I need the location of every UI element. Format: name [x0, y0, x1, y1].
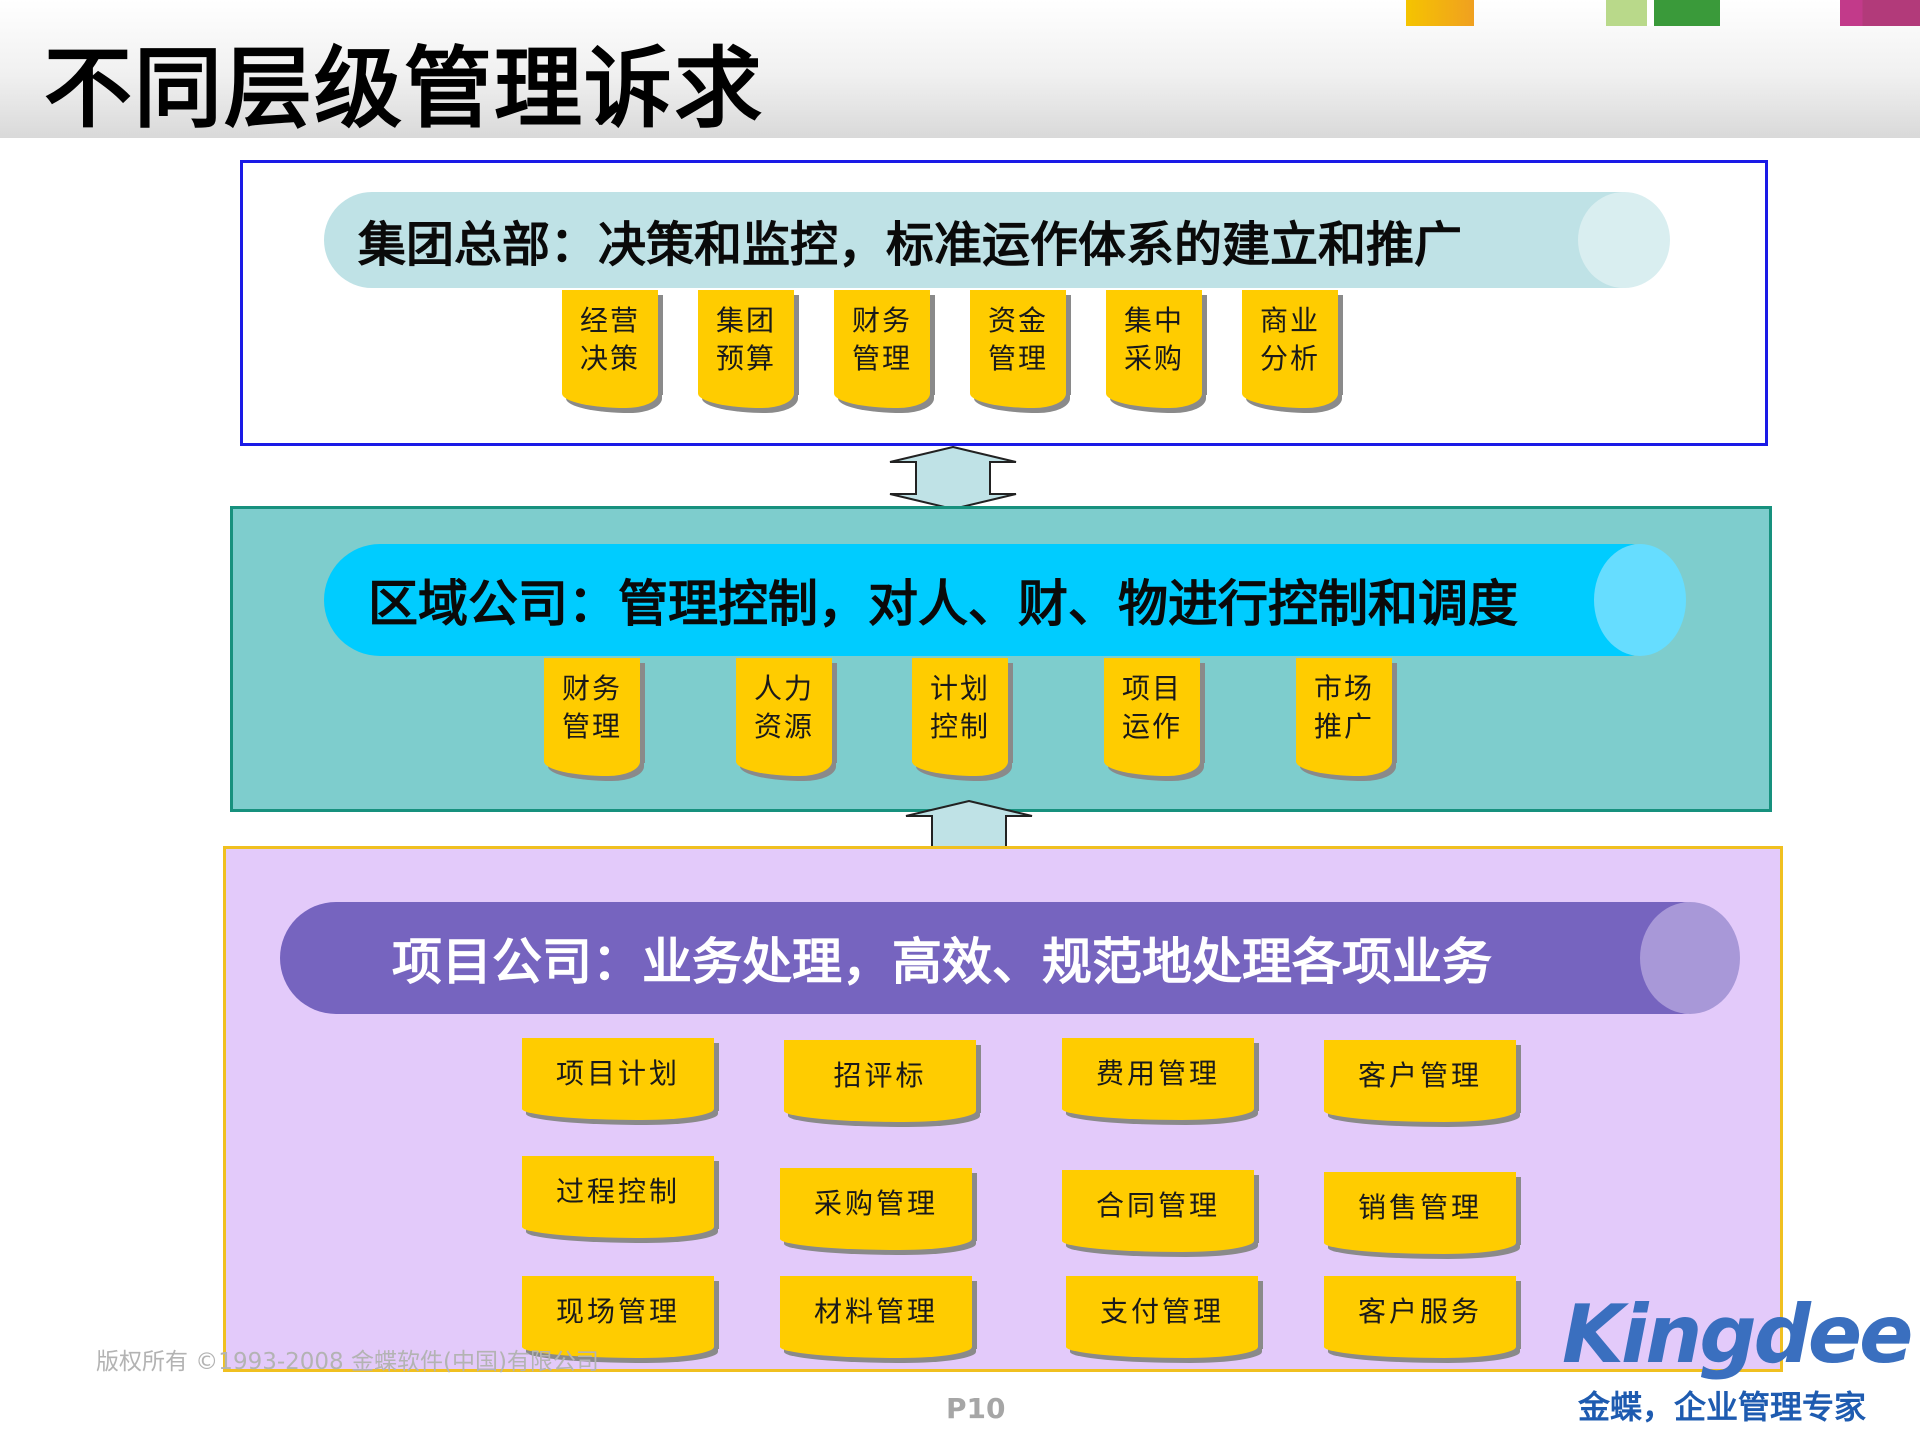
hq-header-cap — [1578, 192, 1670, 288]
hq-header: 集团总部：决策和监控，标准运作体系的建立和推广 — [324, 192, 1668, 288]
project-item: 费用管理 — [1062, 1038, 1254, 1120]
logo-tagline: 金蝶，企业管理专家 — [1578, 1388, 1867, 1426]
project-item: 现场管理 — [522, 1276, 714, 1358]
deco-bar-orange — [1406, 0, 1474, 26]
double-arrow-icon — [888, 446, 1018, 510]
project-item: 客户管理 — [1324, 1040, 1516, 1122]
title-bar — [0, 0, 1920, 138]
region-item: 项目 运作 — [1104, 658, 1200, 776]
deco-bar-magenta — [1840, 0, 1920, 26]
region-header-cap — [1594, 544, 1686, 656]
project-item: 材料管理 — [780, 1276, 972, 1358]
hq-item: 财务 管理 — [834, 290, 930, 408]
project-item: 客户服务 — [1324, 1276, 1516, 1358]
project-item: 合同管理 — [1062, 1170, 1254, 1252]
project-item: 项目计划 — [522, 1038, 714, 1120]
project-item: 销售管理 — [1324, 1172, 1516, 1254]
region-item: 市场 推广 — [1296, 658, 1392, 776]
project-item: 招评标 — [784, 1040, 976, 1122]
region-item: 计划 控制 — [912, 658, 1008, 776]
project-header-cap — [1640, 902, 1740, 1014]
page-number: P10 — [946, 1392, 1006, 1425]
project-header: 项目公司：业务处理，高效、规范地处理各项业务 — [280, 902, 1738, 1014]
deco-bar-green — [1606, 0, 1720, 26]
copyright-text: 版权所有 ©1993-2008 金蝶软件(中国)有限公司 — [96, 1349, 599, 1375]
project-item: 过程控制 — [522, 1156, 714, 1238]
region-item: 人力 资源 — [736, 658, 832, 776]
region-item: 财务 管理 — [544, 658, 640, 776]
kingdee-logo: Kingdee — [1562, 1288, 1913, 1381]
hq-item: 经营 决策 — [562, 290, 658, 408]
page-title: 不同层级管理诉求 — [44, 37, 765, 140]
hq-item: 集中 采购 — [1106, 290, 1202, 408]
hq-item: 资金 管理 — [970, 290, 1066, 408]
project-item: 支付管理 — [1066, 1276, 1258, 1358]
project-item: 采购管理 — [780, 1168, 972, 1250]
hq-item: 集团 预算 — [698, 290, 794, 408]
region-header: 区域公司：管理控制，对人、财、物进行控制和调度 — [324, 544, 1684, 656]
hq-item: 商业 分析 — [1242, 290, 1338, 408]
